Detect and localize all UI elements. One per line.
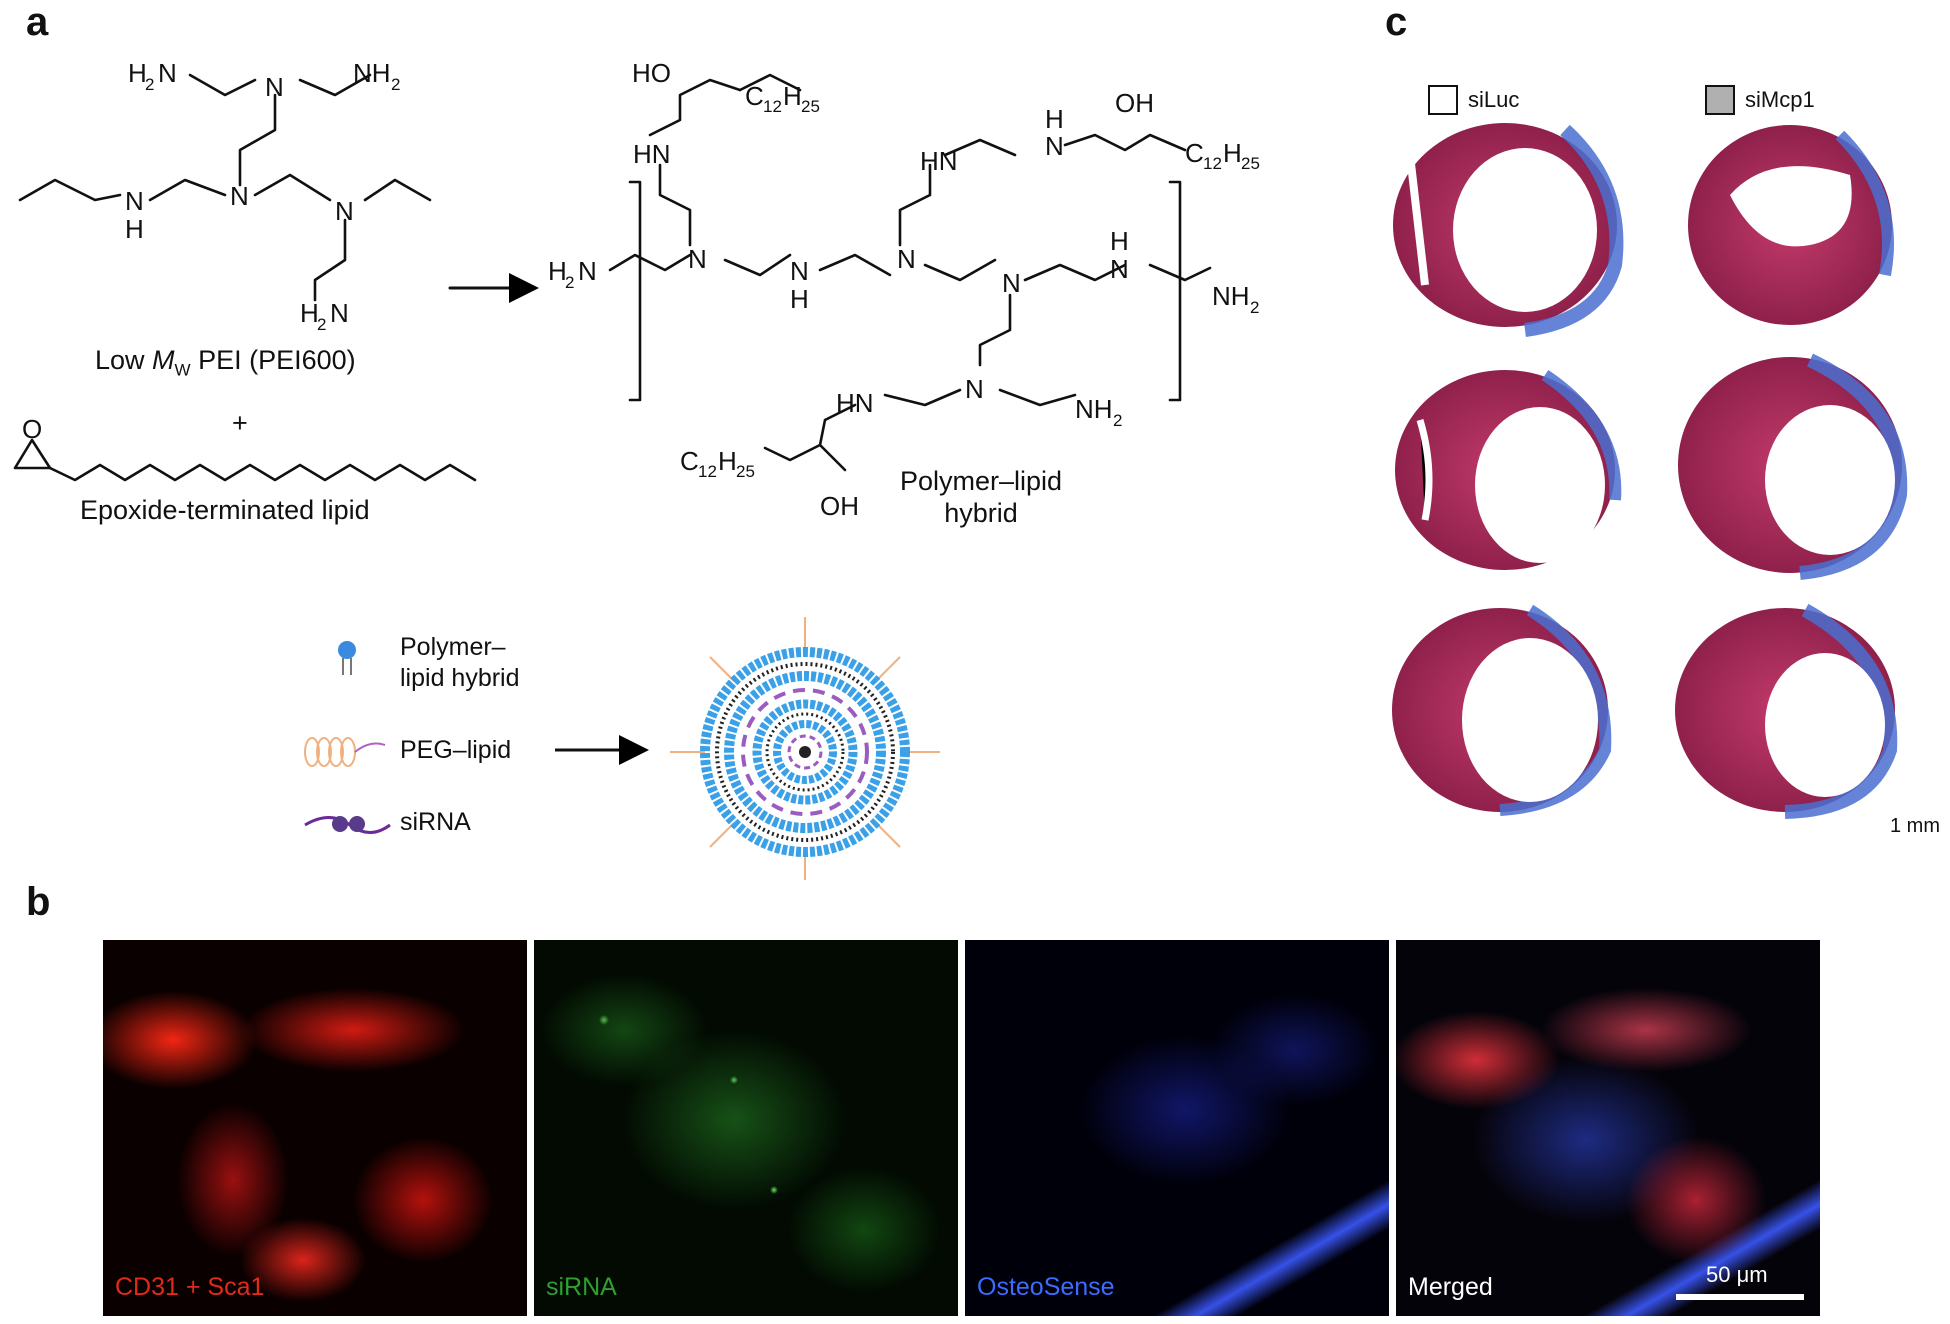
heart-section-siluc-1 — [1393, 123, 1624, 337]
svg-text:N: N — [688, 244, 707, 274]
svg-text:25: 25 — [1241, 154, 1260, 173]
product-label-line1: Polymer–lipid — [900, 466, 1063, 496]
svg-text:HN: HN — [836, 388, 874, 418]
svg-text:N: N — [1002, 268, 1021, 298]
svg-text:H: H — [783, 81, 802, 111]
svg-text:N: N — [1045, 131, 1064, 161]
panel-b-letter: b — [26, 880, 51, 924]
heart-section-simcp1-3 — [1675, 603, 1898, 819]
reactant-label: Low MW PEI (PEI600) — [95, 345, 356, 380]
svg-text:NH: NH — [353, 58, 391, 88]
legend-hybrid-line2: lipid hybrid — [400, 664, 520, 693]
peg-coil-icon — [304, 737, 386, 767]
svg-text:N: N — [965, 374, 984, 404]
product-label: Polymer–lipid hybrid — [900, 465, 1062, 530]
svg-text:2: 2 — [565, 273, 574, 292]
lipid-label: Epoxide-terminated lipid — [80, 495, 370, 525]
legend-item-hybrid: Polymer– lipid hybrid — [400, 632, 520, 695]
svg-text:H: H — [548, 256, 567, 286]
svg-text:N: N — [1110, 254, 1129, 284]
svg-text:12: 12 — [1203, 154, 1222, 173]
svg-text:HN: HN — [920, 146, 958, 176]
svg-text:H: H — [125, 214, 144, 244]
legend-simcp1: siMcp1 — [1705, 85, 1815, 115]
svg-text:25: 25 — [736, 462, 755, 481]
product-label-line2: hybrid — [944, 498, 1018, 529]
svg-text:NH: NH — [1212, 281, 1250, 311]
svg-text:OH: OH — [820, 491, 859, 521]
micro-scalebar-label: 50 μm — [1706, 1262, 1768, 1287]
legend-hybrid-line1: Polymer– — [400, 633, 506, 661]
svg-text:N: N — [578, 256, 597, 286]
micro-image-cd31: CD31 + Sca1 — [103, 940, 527, 1316]
svg-text:25: 25 — [801, 97, 820, 116]
svg-text:O: O — [22, 414, 42, 444]
heart-section-simcp1-1 — [1688, 125, 1894, 325]
svg-text:H: H — [1110, 226, 1129, 256]
micro-image-osteosense: OsteoSense — [965, 940, 1389, 1316]
svg-text:H: H — [790, 284, 809, 314]
heart-scalebar-label: 1 mm — [1890, 815, 1940, 837]
svg-text:H: H — [1223, 138, 1242, 168]
micro-scalebar-line — [1676, 1294, 1804, 1300]
simcp1-swatch — [1705, 85, 1735, 115]
blue-lipid-head-icon — [338, 641, 356, 675]
micro-label-cd31: CD31 + Sca1 — [115, 1273, 265, 1301]
micro-image-merged: Merged 50 μm — [1396, 940, 1820, 1316]
svg-text:H: H — [1045, 104, 1064, 134]
panel-c-letter: c — [1385, 0, 1408, 44]
svg-text:12: 12 — [763, 97, 782, 116]
plus-sign: + — [232, 408, 248, 438]
svg-text:OH: OH — [1115, 88, 1154, 118]
micro-label-sirna: siRNA — [546, 1273, 617, 1301]
siluc-swatch — [1428, 85, 1458, 115]
panel-a-letter: a — [26, 0, 49, 44]
svg-text:C: C — [1185, 138, 1204, 168]
heart-section-siluc-3 — [1392, 604, 1612, 816]
nanoparticle-illustration — [670, 617, 940, 880]
svg-text:C: C — [680, 446, 699, 476]
svg-text:HN: HN — [633, 139, 671, 169]
svg-text:N: N — [790, 256, 809, 286]
legend-item-peg: PEG–lipid — [400, 736, 512, 764]
svg-text:H: H — [718, 446, 737, 476]
svg-text:HO: HO — [632, 58, 671, 88]
sirna-icon — [304, 816, 391, 834]
svg-text:12: 12 — [698, 462, 717, 481]
heart-section-siluc-2 — [1395, 370, 1622, 570]
heart-section-simcp1-2 — [1678, 353, 1908, 580]
svg-text:2: 2 — [1113, 411, 1122, 430]
svg-text:N: N — [125, 186, 144, 216]
micro-label-osteosense: OsteoSense — [977, 1273, 1115, 1301]
svg-text:N: N — [330, 298, 349, 328]
svg-text:2: 2 — [317, 315, 326, 334]
svg-text:H: H — [300, 298, 319, 328]
siluc-label: siLuc — [1468, 87, 1520, 112]
svg-text:NH: NH — [1075, 394, 1113, 424]
svg-text:2: 2 — [1250, 298, 1259, 317]
svg-text:2: 2 — [145, 75, 154, 94]
simcp1-label: siMcp1 — [1745, 87, 1815, 112]
legend-item-sirna: siRNA — [400, 808, 471, 836]
legend-siluc: siLuc — [1428, 85, 1519, 115]
svg-text:N: N — [265, 72, 284, 102]
svg-text:N: N — [897, 244, 916, 274]
heart-sections — [1392, 123, 1908, 819]
svg-text:C: C — [745, 81, 764, 111]
svg-text:N: N — [335, 196, 354, 226]
micro-image-sirna: siRNA — [534, 940, 958, 1316]
svg-text:N: N — [158, 58, 177, 88]
svg-text:N: N — [230, 181, 249, 211]
svg-text:H: H — [128, 58, 147, 88]
micro-label-merged: Merged — [1408, 1273, 1493, 1301]
svg-text:2: 2 — [391, 75, 400, 94]
